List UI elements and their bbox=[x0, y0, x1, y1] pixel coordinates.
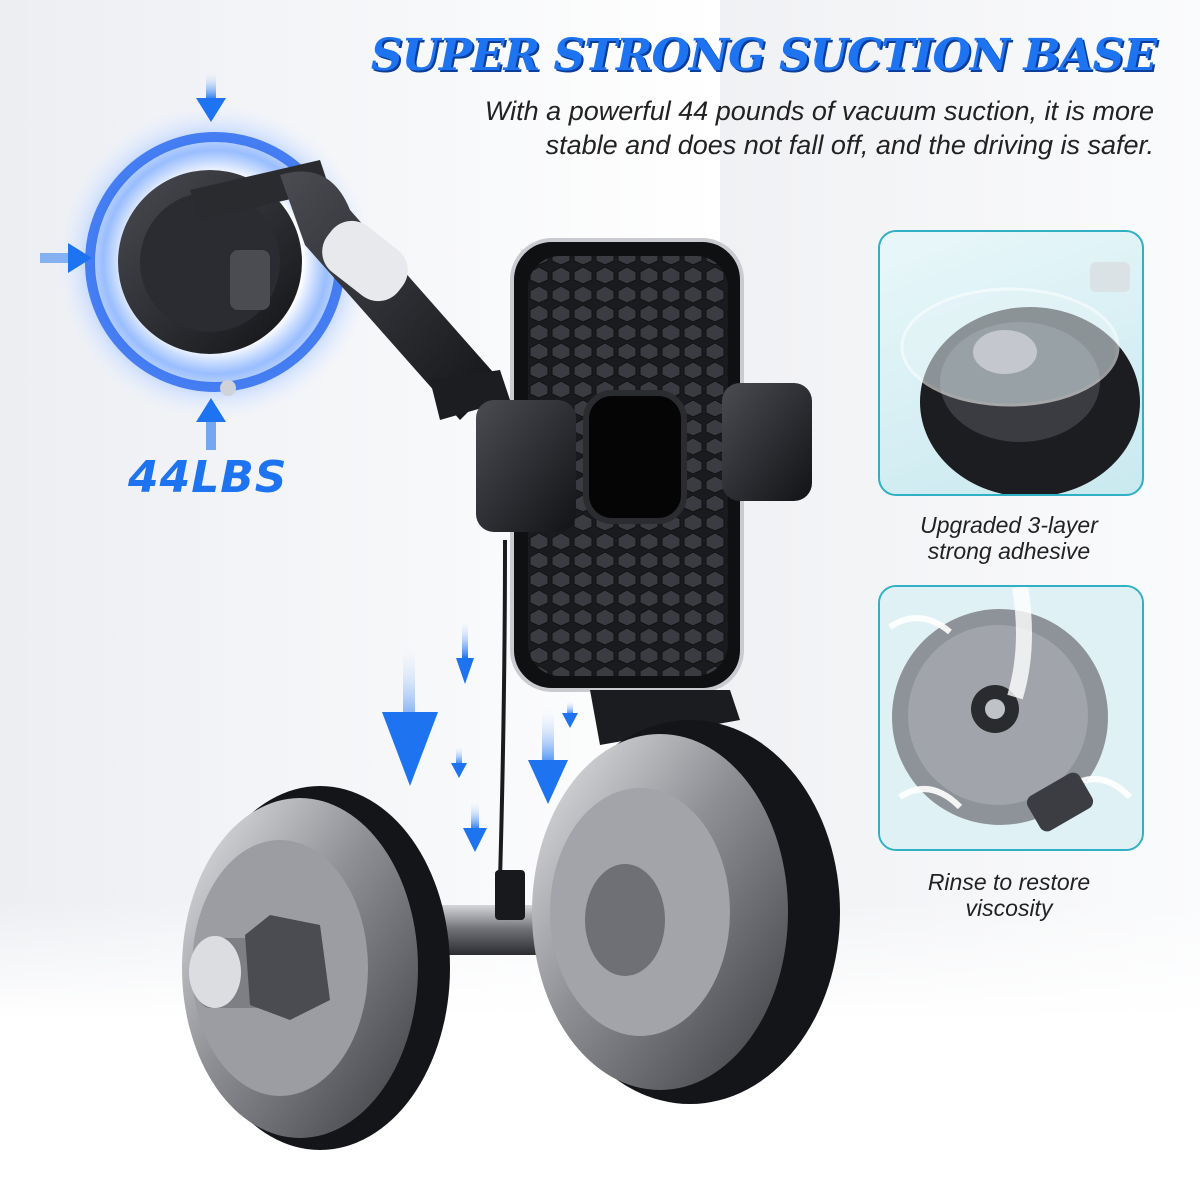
arrow-down-icon bbox=[451, 745, 467, 778]
arrow-down-icon bbox=[562, 700, 578, 728]
feature-caption-line-2: viscosity bbox=[965, 895, 1053, 921]
feature-panel-rinse bbox=[878, 585, 1144, 851]
feature-caption-line-1: Rinse to restore bbox=[927, 869, 1091, 895]
phone-holder-icon bbox=[476, 238, 812, 745]
arrow-down-icon bbox=[463, 800, 487, 852]
arrow-right-icon bbox=[40, 243, 92, 273]
cable bbox=[498, 539, 507, 881]
arrow-down-icon bbox=[456, 618, 474, 684]
arrow-down-icon bbox=[528, 705, 568, 804]
suction-cup-icon bbox=[900, 262, 1140, 494]
water-rinse-icon bbox=[880, 587, 1142, 849]
telescopic-arm bbox=[190, 160, 510, 420]
arrow-down-icon bbox=[382, 640, 438, 786]
feature-caption-line-1: Upgraded 3-layer bbox=[920, 512, 1098, 538]
feature-caption-line-2: strong adhesive bbox=[927, 538, 1091, 564]
weight-badge: 44LBS bbox=[128, 452, 288, 503]
feature-caption-rinse: Rinse to restore viscosity bbox=[870, 869, 1148, 921]
description-line-2: stable and does not fall off, and the dr… bbox=[545, 130, 1154, 160]
description-line-1: With a powerful 44 pounds of vacuum suct… bbox=[484, 96, 1154, 126]
headline: SUPER STRONG SUCTION BASE bbox=[370, 30, 1157, 81]
feature-panel-adhesive bbox=[878, 230, 1144, 496]
description: With a powerful 44 pounds of vacuum suct… bbox=[394, 94, 1154, 162]
dumbbell-icon bbox=[182, 720, 840, 1150]
arrow-down-icon bbox=[196, 70, 226, 122]
arrow-up-icon bbox=[196, 398, 226, 450]
feature-caption-adhesive: Upgraded 3-layer strong adhesive bbox=[870, 512, 1148, 564]
